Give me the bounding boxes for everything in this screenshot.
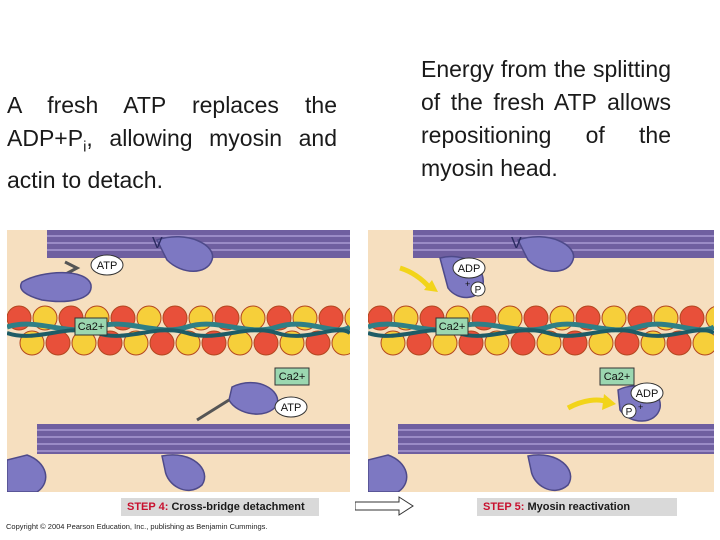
arrow-yellow-bottom [566, 394, 616, 411]
adp-label-bottom: ADP [636, 388, 659, 400]
p-label-top: P [475, 285, 482, 296]
myosin-head-bottom-mid [527, 454, 572, 491]
step-5-label: STEP 5: Myosin reactivation [477, 498, 677, 516]
myosin-head-bottom-left [7, 454, 47, 492]
actin-bead [344, 307, 350, 329]
adp-label-top: ADP [458, 263, 481, 275]
step-4-label: STEP 4: Cross-bridge detachment [121, 498, 319, 516]
calcium-label-mid: Ca2+ [279, 371, 306, 383]
calcium-label-mid: Ca2+ [604, 371, 631, 383]
step-5-number: STEP 5: [483, 501, 525, 513]
actin-bead [666, 330, 692, 356]
p-label-bottom: P [626, 407, 633, 418]
actin-filament [368, 305, 714, 356]
myosin-head-top-right: V [511, 235, 575, 272]
actin-bead [123, 330, 149, 356]
atp-badge-bottom: ATP [274, 396, 308, 418]
actin-bead [536, 330, 562, 356]
calcium-box-top: Ca2+ [74, 317, 108, 336]
actin-bead [705, 306, 714, 330]
calcium-box-mid: Ca2+ [274, 367, 310, 386]
actin-bead [253, 330, 279, 356]
actin-bead [614, 330, 640, 356]
atp-label-top: ATP [97, 260, 118, 272]
adp-badge-bottom: ADP P + [621, 382, 664, 419]
arrow-yellow-top [399, 265, 438, 292]
calcium-box-mid: Ca2+ [599, 367, 635, 386]
atp-badge-top: ATP [90, 254, 124, 276]
plus-label-bottom: + [638, 402, 643, 412]
actin-bead [510, 330, 536, 356]
calcium-label-top: Ca2+ [78, 321, 105, 333]
diagram-step5: V ADP + P ADP P + Ca2+ Ca2+ [368, 230, 714, 492]
caption-left-subscript: i [83, 138, 87, 156]
thick-filament-bottom [398, 424, 714, 454]
caption-right: Energy from the splitting of the fresh A… [421, 56, 671, 181]
svg-text:V: V [152, 235, 163, 252]
adp-badge-top: ADP + P [452, 257, 486, 297]
caption-left-main: A fresh ATP replaces the ADP+P [7, 92, 337, 151]
actin-bead [149, 330, 175, 356]
plus-label-top: + [465, 279, 470, 289]
step-4-title: Cross-bridge detachment [171, 501, 305, 513]
caption-left: A fresh ATP replaces the ADP+Pi, allowin… [7, 89, 337, 197]
copyright-notice: Copyright © 2004 Pearson Education, Inc.… [6, 522, 268, 531]
myosin-head-top-right: V [152, 235, 214, 272]
actin-bead [692, 330, 714, 356]
step-4-number: STEP 4: [127, 501, 169, 513]
caption-left-tail: , allowing myosin and actin to detach. [7, 125, 337, 193]
actin-bead [305, 330, 331, 356]
atp-label-bottom: ATP [281, 402, 302, 414]
calcium-label-top: Ca2+ [439, 321, 466, 333]
actin-bead [175, 330, 201, 356]
myosin-head-bottom-mid [161, 454, 206, 491]
step-transition-arrow [355, 496, 414, 516]
actin-bead [484, 330, 510, 356]
myosin-head-bottom-left [368, 454, 408, 492]
thick-filament-bottom [37, 424, 350, 454]
step-5-title: Myosin reactivation [527, 501, 631, 513]
svg-text:V: V [511, 235, 522, 252]
thick-filament-top [7, 230, 350, 492]
diagram-step4: V ATP ATP Ca2+ Ca2+ [7, 230, 350, 492]
calcium-box-top: Ca2+ [435, 317, 469, 336]
myosin-head-top-attached [20, 260, 92, 303]
